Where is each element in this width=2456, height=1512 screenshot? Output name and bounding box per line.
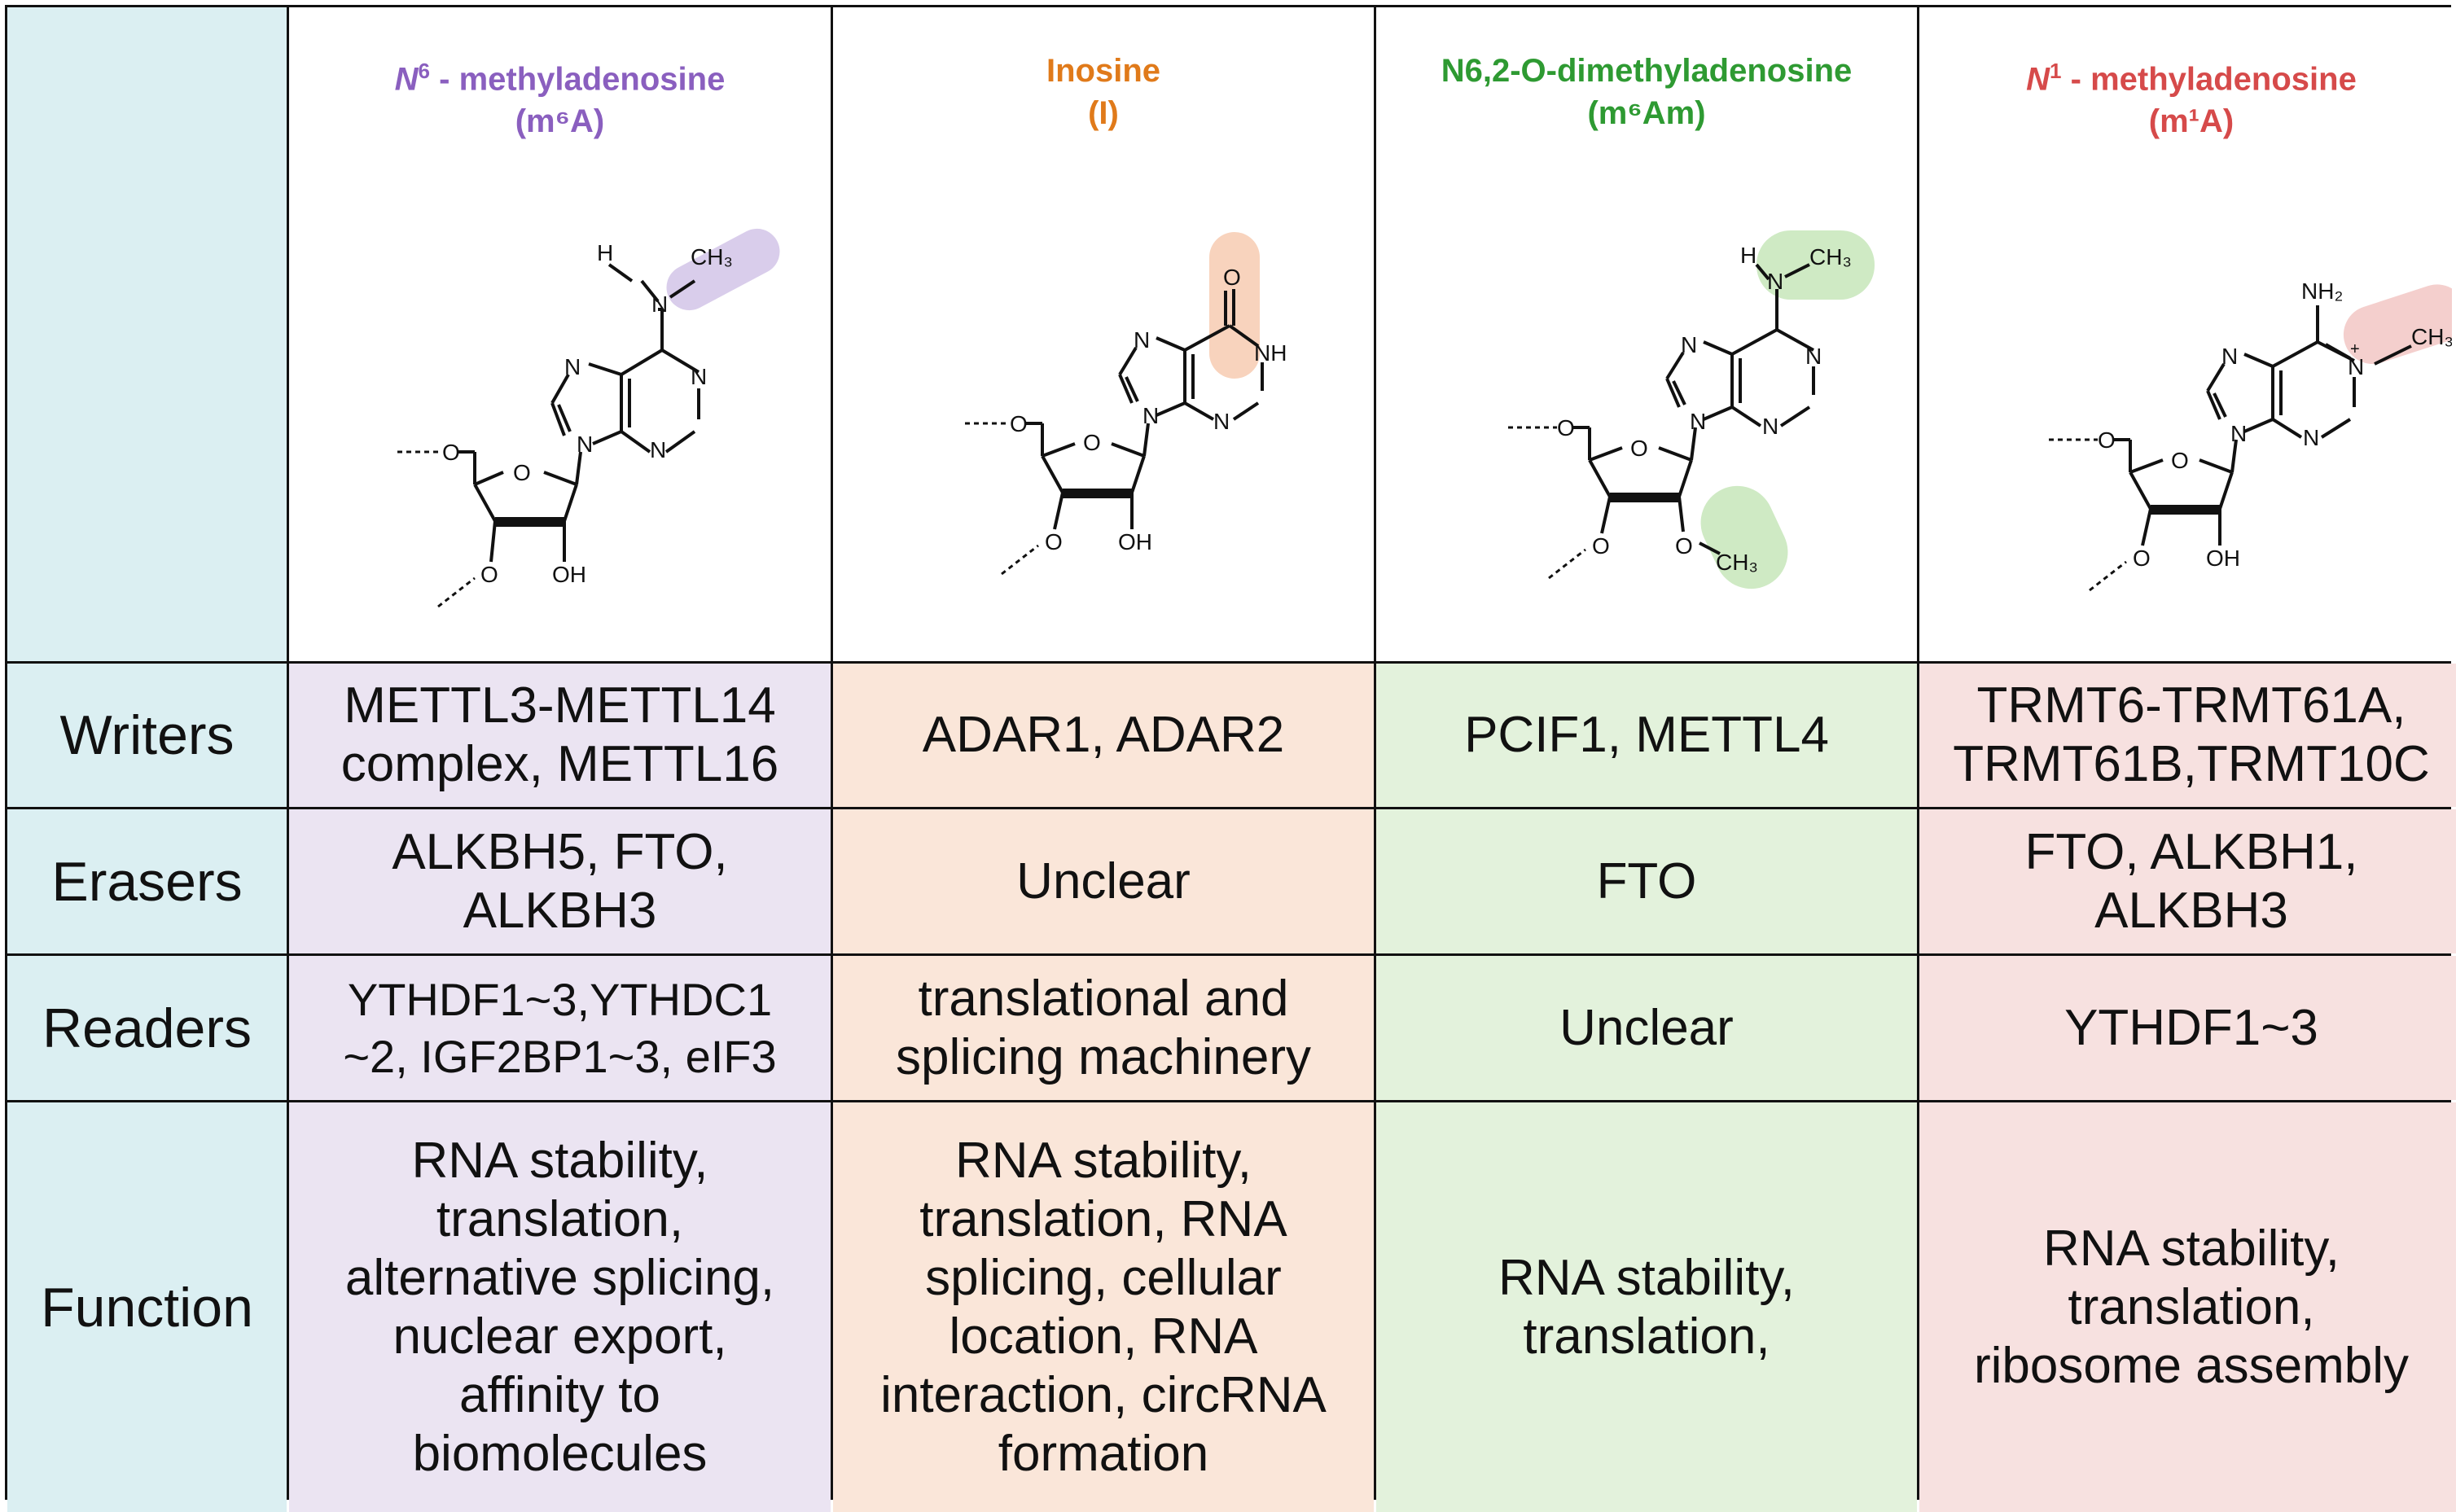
atom-label: O [480,562,498,587]
atom-label: H [597,240,613,265]
atom-label: N [1690,409,1706,434]
writers-m1a: TRMT6-TRMT61A, TRMT61B,TRMT10C [1919,664,2456,807]
corner-cell [7,7,287,661]
atom-label: N [1681,332,1697,357]
atom-label: OH [2206,546,2240,571]
function-m6am: RNA stability, translation, [1376,1102,1917,1512]
row-label-writers: Writers [7,664,287,807]
erasers-inosine: Unclear [833,809,1374,953]
row-label-function: Function [7,1102,287,1512]
atom-label: N [2303,425,2319,450]
writers-m6am: PCIF1, METTL4 [1376,664,1917,807]
atom-label: NH [1254,340,1287,366]
erasers-m6a: ALKBH5, FTO, ALKBH3 [289,809,831,953]
readers-m6am: Unclear [1376,956,1917,1100]
row-label-readers: Readers [7,956,287,1100]
atom-label: O [1630,436,1648,461]
m6a-structure: H N CH₃ N N N N O O O OH [397,229,779,608]
atom-label: O [1045,529,1063,554]
header-inosine: Inosine (I) [833,7,1374,661]
readers-inosine: translational and splicing machinery [833,956,1374,1100]
atom-label: O [2171,448,2189,473]
atom-label: O [513,460,531,485]
atom-label: N [2348,354,2364,379]
header-m1a: N1 - methyladenosine (m¹A) [1919,7,2456,661]
atom-label: N [1213,409,1230,434]
atom-label: N [651,291,668,317]
writers-m6a: METTL3-METTL14 complex, METTL16 [289,664,831,807]
atom-label: N [691,364,707,389]
atom-label: O [1592,533,1610,559]
atom-label: CH₃ [691,244,733,270]
atom-label: OH [1118,529,1152,554]
readers-m1a: YTHDF1~3 [1919,956,2456,1100]
header-abbr: (I) [1088,95,1119,131]
readers-m6a: YTHDF1~3,YTHDC1 ~2, IGF2BP1~3, eIF3 [289,956,831,1100]
atom-label: O [1557,415,1575,440]
atom-label: O [1083,430,1101,455]
atom-label: O [1675,533,1693,559]
atom-label: NH₂ [2301,278,2343,304]
header-title: N6,2-O-dimethyladenosine [1441,53,1853,89]
atom-label: N [564,354,581,379]
header-abbr: (m⁶A) [515,103,605,140]
atom-label: N [2230,421,2247,446]
m6am-structure: H N CH₃ N N N N O O O O CH₃ [1508,230,1875,589]
atom-label: N [2221,344,2238,369]
inosine-structure: O NH N N N O O O OH [965,232,1287,576]
atom-label: N [1805,344,1822,369]
atom-label: H [1740,243,1756,268]
header-title: N1 - methyladenosine [2026,59,2357,98]
header-title: N6 - methyladenosine [394,59,726,98]
function-inosine: RNA stability, translation, RNA splicing… [833,1102,1374,1512]
atom-label: O [442,440,460,465]
atom-label: OH [552,562,586,587]
header-title: Inosine [1046,53,1161,89]
atom-label: N [1767,269,1783,294]
erasers-m1a: FTO, ALKBH1, ALKBH3 [1919,809,2456,953]
writers-inosine: ADAR1, ADAR2 [833,664,1374,807]
atom-label: N [1762,414,1778,439]
atom-label: CH₃ [2411,324,2452,349]
row-label-erasers: Erasers [7,809,287,953]
function-m6a: RNA stability, translation, alternative … [289,1102,831,1512]
header-abbr: (m⁶Am) [1587,95,1706,131]
atom-label: O [1010,411,1028,436]
atom-label: CH₃ [1716,550,1758,575]
atom-label: O [2098,427,2116,453]
atom-label: N [650,437,666,462]
atom-label: + [2350,340,2360,358]
header-m6am: N6,2-O-dimethyladenosine (m⁶Am) [1376,7,1917,661]
m1a-structure: NH₂ N + CH₃ N N N O O O OH [2049,278,2452,592]
header-abbr: (m¹A) [2148,103,2235,140]
atom-label: O [1223,265,1241,290]
erasers-m6am: FTO [1376,809,1917,953]
atom-label: N [1134,327,1150,353]
function-m1a: RNA stability, translation, ribosome ass… [1919,1102,2456,1512]
atom-label: N [577,432,593,457]
header-m6a: N6 - methyladenosine (m⁶A) [289,7,831,661]
atom-label: N [1142,403,1159,428]
atom-label: CH₃ [1809,244,1852,270]
modification-table: N6 - methyladenosine (m⁶A) [5,5,2456,1512]
atom-label: O [2133,546,2151,571]
